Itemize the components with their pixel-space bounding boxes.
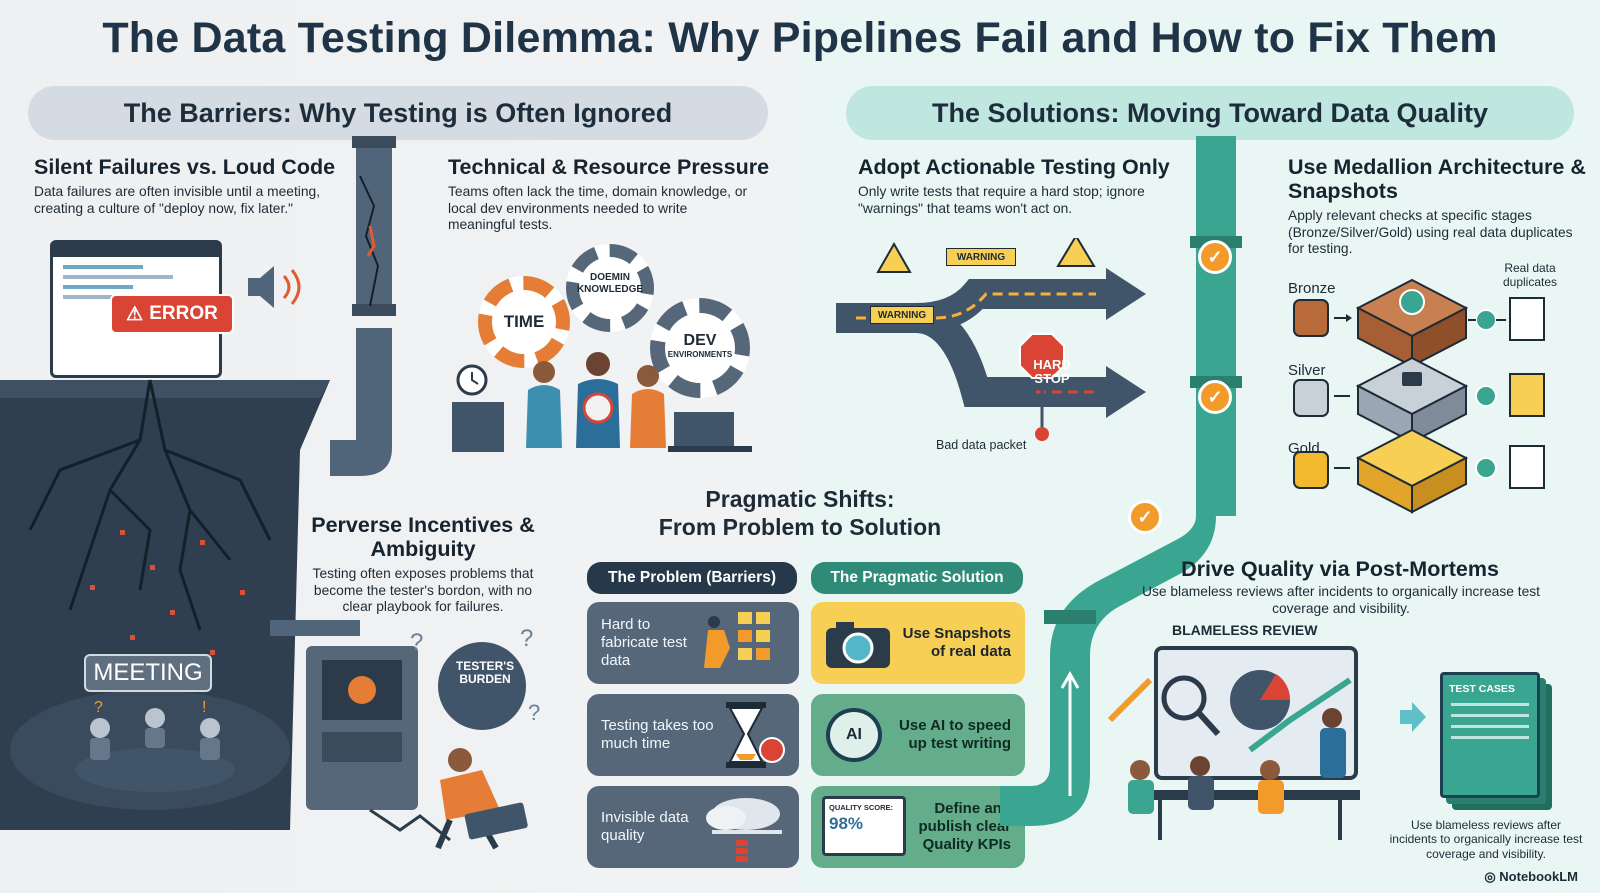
actionable-testing-body: Only write tests that require a hard sto… — [858, 184, 1145, 216]
pipeline-check-icon: ✓ — [1128, 500, 1162, 534]
problem-column-header: The Problem (Barriers) — [587, 562, 797, 594]
quality-score-value: 98% — [829, 814, 864, 833]
gear-dev-label: DEV — [683, 332, 717, 349]
hard-stop-label: HARD STOP — [1033, 357, 1071, 386]
fog-cloud-icon — [706, 798, 782, 862]
arrow-right-icon — [1400, 702, 1426, 732]
problem-text: Invisible data quality — [601, 809, 689, 844]
gear-domain-label: DOEMIN KNOWLEDGE — [576, 272, 644, 295]
tier-label-silver: Silver — [1288, 362, 1326, 379]
notebooklm-footer: ◎ NotebookLM — [1484, 869, 1578, 885]
barriers-header: The Barriers: Why Testing is Often Ignor… — [28, 86, 768, 140]
pragmatic-shifts-heading: Pragmatic Shifts: From Problem to Soluti… — [580, 486, 1020, 541]
actionable-testing-heading: Adopt Actionable Testing Only — [858, 155, 1170, 179]
ai-brain-icon: AI — [826, 708, 882, 762]
error-label: ERROR — [149, 303, 218, 324]
perverse-incentives-heading: Perverse Incentives & Ambiguity — [311, 513, 535, 561]
svg-text:?: ? — [528, 700, 540, 725]
svg-text:?: ? — [520, 625, 533, 652]
blameless-review-label: BLAMELESS REVIEW — [1172, 622, 1318, 638]
problem-text: Testing takes too much time — [601, 717, 714, 752]
silent-failures-heading: Silent Failures vs. Loud Code — [34, 155, 336, 179]
camera-icon — [826, 622, 890, 668]
notebooklm-logo-icon: ◎ — [1484, 869, 1500, 884]
pragmatic-shifts-heading-line1: Pragmatic Shifts: — [705, 486, 895, 512]
medallion-tiers-diagram — [1293, 278, 1545, 514]
test-cases-label: TEST CASES — [1449, 683, 1515, 695]
gear-time-label: TIME — [503, 312, 545, 331]
speaker-icon — [248, 266, 301, 308]
warning-badge: WARNING — [946, 248, 1016, 266]
pipeline-check-icon: ✓ — [1198, 240, 1232, 274]
blameless-review-illustration — [1107, 646, 1360, 840]
problem-text: Hard to fabricate test data — [601, 616, 687, 669]
svg-text:!: ! — [202, 700, 206, 716]
quality-score-label: QUALITY SCORE: — [829, 803, 894, 812]
bad-data-packet-label: Bad data packet — [936, 438, 1027, 452]
tier-label-bronze: Bronze — [1288, 280, 1336, 297]
broken-pipe-illustration — [330, 136, 396, 476]
warning-vs-hardstop-diagram — [836, 238, 1146, 441]
meeting-label: MEETING — [84, 654, 212, 692]
hourglass-icon — [726, 702, 785, 768]
footer-text: NotebookLM — [1499, 869, 1578, 884]
quality-score-card: QUALITY SCORE: 98% — [822, 796, 906, 856]
technical-pressure-heading: Technical & Resource Pressure — [448, 155, 770, 179]
testers-burden-label: TESTER'S BURDEN — [455, 659, 515, 687]
post-mortems-body: Use blameless reviews after incidents to… — [1142, 584, 1540, 616]
svg-text:?: ? — [410, 629, 423, 656]
pragmatic-shifts-heading-line2: From Problem to Solution — [658, 513, 942, 540]
silent-failures-body: Data failures are often invisible until … — [34, 184, 321, 216]
perverse-incentives-body: Testing often exposes problems that beco… — [312, 566, 534, 615]
technical-pressure-body: Teams often lack the time, domain knowle… — [448, 184, 748, 233]
problem-card-invisible: Invisible data quality — [587, 786, 799, 868]
stacking-boxes-icon — [704, 612, 770, 668]
post-mortems-heading: Drive Quality via Post-Mortems — [1181, 557, 1499, 581]
gear-dev-sub-label: ENVIRONMENTS — [667, 350, 733, 359]
solution-text: Use AI to speed up test writing — [899, 717, 1011, 752]
gear-time-icon — [478, 276, 570, 368]
medallion-heading: Use Medallion Architecture & Snapshots — [1288, 155, 1586, 203]
solution-text: Use Snapshots of real data — [902, 625, 1011, 660]
testers-burden-illustration: ? ? ? — [270, 620, 540, 850]
test-cases-caption: Use blameless reviews after incidents to… — [1389, 818, 1583, 861]
medallion-body: Apply relevant checks at specific stages… — [1288, 208, 1573, 257]
solution-text: Define and publish clear Quality KPIs — [918, 800, 1011, 853]
stressed-team-illustration — [452, 352, 752, 452]
real-data-duplicates-label: Real data duplicates — [1502, 261, 1558, 289]
meeting-table-illustration: ? ! — [75, 700, 235, 792]
solution-column-header: The Pragmatic Solution — [811, 562, 1023, 594]
svg-text:?: ? — [94, 700, 103, 716]
test-cases-stack: TEST CASES — [1440, 672, 1540, 798]
warning-triangle-icon: ⚠ — [126, 303, 144, 325]
solutions-header: The Solutions: Moving Toward Data Qualit… — [846, 86, 1574, 140]
pipeline-check-icon: ✓ — [1198, 380, 1232, 414]
error-badge: ⚠ ERROR — [110, 294, 234, 334]
page-title: The Data Testing Dilemma: Why Pipelines … — [102, 14, 1498, 62]
warning-badge: WARNING — [870, 306, 934, 324]
